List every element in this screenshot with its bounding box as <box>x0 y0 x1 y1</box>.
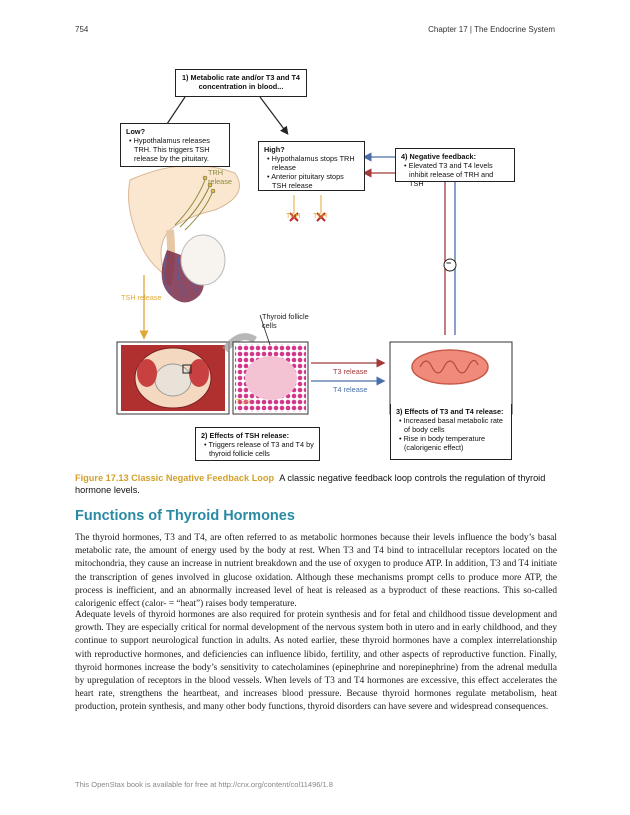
low-box: Low? Hypothalamus releases TRH. This tri… <box>120 123 230 167</box>
inhibited-markers <box>289 195 326 222</box>
negative-feedback-box: 4) Negative feedback: Elevated T3 and T4… <box>395 148 515 188</box>
feedback-loop-figure: 1) Metabolic rate and/or T3 and T4 conce… <box>75 45 555 465</box>
minus-symbol <box>443 258 457 272</box>
t3-t4-effects-title: 3) Effects of T3 and T4 release: <box>396 407 504 416</box>
thyroid-follicle-illustration <box>232 314 309 415</box>
t4-release-label: T4 release <box>333 385 368 394</box>
negative-feedback-title: 4) Negative feedback: <box>401 152 477 161</box>
negative-feedback-item: Elevated T3 and T4 levels inhibit releas… <box>404 161 509 188</box>
t3-t4-effects-item: Rise in body temperature (calorigenic ef… <box>399 434 506 452</box>
metabolic-rate-box: 1) Metabolic rate and/or T3 and T4 conce… <box>175 69 307 97</box>
low-item: Hypothalamus releases TRH. This triggers… <box>129 136 224 163</box>
t3-t4-effects-box: 3) Effects of T3 and T4 release: Increas… <box>390 404 512 460</box>
mitochondrion-illustration <box>389 341 513 415</box>
tsh-inhibited-label: TSH <box>313 213 327 220</box>
tsh-release-label: TSH release <box>121 293 162 302</box>
high-title: High? <box>264 145 285 154</box>
trh-inhibited-label: TRH <box>286 213 301 220</box>
section-title: Functions of Thyroid Hormones <box>75 508 295 524</box>
hypothalamus-illustration <box>128 165 240 303</box>
high-item: Anterior pituitary stops TSH release <box>267 172 359 190</box>
low-title: Low? <box>126 127 146 136</box>
tsh-effects-box: 2) Effects of TSH release: Triggers rele… <box>195 427 320 461</box>
arrow-to-high <box>259 96 289 135</box>
t3-t4-effects-item: Increased basal metabolic rate of body c… <box>399 416 506 434</box>
figure-artwork <box>116 96 513 415</box>
tsh-effects-title: 2) Effects of TSH release: <box>201 431 289 440</box>
chapter-title: Chapter 17 | The Endocrine System <box>428 25 555 34</box>
page-number: 754 <box>75 25 89 34</box>
body-paragraph: The thyroid hormones, T3 and T4, are oft… <box>75 533 557 609</box>
minus-label: − <box>446 258 452 268</box>
page-footer: This OpenStax book is available for free… <box>75 780 333 789</box>
high-item: Hypothalamus stops TRH release <box>267 154 359 172</box>
high-box: High? Hypothalamus stops TRH release Ant… <box>258 141 365 191</box>
figure-caption-text: A classic negative feedback loop control… <box>75 473 546 496</box>
t3-release-label: T3 release <box>333 367 368 376</box>
tsh-label: TSH <box>236 399 250 406</box>
thyroid-follicle-label: Thyroid follicle cells <box>262 312 309 330</box>
trh-release-label: TRH release <box>208 168 232 186</box>
tsh-effects-item: Triggers release of T3 and T4 by thyroid… <box>204 440 314 458</box>
figure-number: Figure 17.13 Classic Negative Feedback L… <box>75 473 275 483</box>
neck-illustration <box>116 341 230 415</box>
figure-caption: Figure 17.13 Classic Negative Feedback L… <box>75 472 560 497</box>
body-paragraph: Adequate levels of thyroid hormones are … <box>75 610 557 713</box>
